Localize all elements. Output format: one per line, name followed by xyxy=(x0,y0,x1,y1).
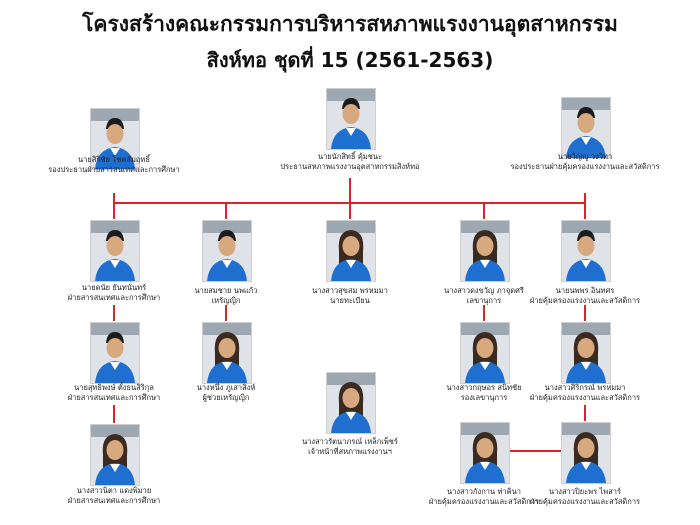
member-role: ฝ่ายสารสนเทศและการศึกษา xyxy=(67,496,161,505)
caption-vp-education: นายสิริชัย โชคสัมฤทธิ์รองประธานฝ่ายสารสน… xyxy=(29,155,199,175)
member-role: ฝ่ายคุ้มครองแรงงานและสวัสดิการ xyxy=(428,497,540,506)
member-name: นายสิริชัย โชคสัมฤทธิ์ xyxy=(78,155,150,164)
photo-secretary xyxy=(460,220,510,282)
member-role: ฝ่ายคุ้มครองแรงงานและสวัสดิการ xyxy=(529,497,641,506)
caption-officer: นางสาวรัตนาภรณ์ เหล็กเพ็ชร์เจ้าหน้าที่สห… xyxy=(265,437,435,457)
caption-edu-1: นายดนัย ยันทนั่นทร์ฝ่ายสารสนเทศและการศึก… xyxy=(29,283,199,303)
photo-asst-treasurer xyxy=(202,322,252,384)
chart-subtitle: สิงห์ทอ ชุดที่ 15 (2561-2563) xyxy=(206,48,494,72)
photo-welfare-4 xyxy=(561,422,611,484)
caption-secretary: นางสาวดงขวัญ ภาจุดศรีเลขานุการ xyxy=(399,286,569,306)
member-role: ผู้ช่วยเหรัญญิก xyxy=(202,393,250,402)
photo-treasurer xyxy=(202,220,252,282)
member-name: นางสาวรัตนาภรณ์ เหล็กเพ็ชร์ xyxy=(302,437,398,446)
caption-edu-3: นางสาวนิตา แดงพิมายฝ่ายสารสนเทศและการศึก… xyxy=(29,486,199,506)
caption-welfare-3: นางสาวกังกาน ท่าคินาฝ่ายคุ้มครองแรงงานแล… xyxy=(399,487,569,507)
member-role: ฝ่ายสารสนเทศและการศึกษา xyxy=(67,293,161,302)
member-role: รองประธานฝ่ายสารสนเทศและการศึกษา xyxy=(48,165,180,174)
photo-edu-1 xyxy=(90,220,140,282)
caption-deputy-secretary: นางสาวกฤษอร สนิทชัยรองเลขานุการ xyxy=(399,383,569,403)
photo-vp-welfare xyxy=(561,97,611,159)
caption-welfare-2: นางสาวศิริกรณ์ พรหมมาฝ่ายคุ้มครองแรงงานแ… xyxy=(500,383,670,403)
member-role: ฝ่ายคุ้มครองแรงงานและสวัสดิการ xyxy=(529,296,641,305)
member-role: เจ้าหน้าที่สหภาพแรงงานฯ xyxy=(308,447,392,456)
photo-vp-education xyxy=(90,108,140,170)
caption-chairman: นายนักสิทธิ์ คุ้มชนะประธานสหภาพแรงงานอุต… xyxy=(265,152,435,172)
photo-welfare-3 xyxy=(460,422,510,484)
member-role: รองประธานฝ่ายคุ้มครองแรงงานและสวัสดิการ xyxy=(510,162,660,171)
member-name: นางสาวกฤษอร สนิทชัย xyxy=(446,383,522,392)
member-name: นายวิญญู วงวิทา xyxy=(557,152,613,161)
member-name: นางสาวปิยะพร ไพสาร์ xyxy=(548,487,622,496)
member-role: รองเลขานุการ xyxy=(460,393,508,402)
member-name: นายนพพร อินทศร xyxy=(555,286,615,295)
member-name: นางสาวดงขวัญ ภาจุดศรี xyxy=(444,286,524,295)
caption-treasurer: นายสมชาย นพแก้วเหรัญญิก xyxy=(141,286,311,306)
caption-edu-2: นายสุทธิพงษ์ ตั้งธนสิริกุลฝ่ายสารสนเทศแล… xyxy=(29,383,199,403)
chart-title: โครงสร้างคณะกรรมการบริหารสหภาพแรงงานอุตส… xyxy=(82,12,618,36)
photo-registrar xyxy=(326,220,376,282)
member-name: นายดนัย ยันทนั่นทร์ xyxy=(81,283,147,292)
member-role: ฝ่ายคุ้มครองแรงงานและสวัสดิการ xyxy=(529,393,641,402)
caption-asst-treasurer: นางหนึ่ง ภูเสาสิงห์ผู้ช่วยเหรัญญิก xyxy=(141,383,311,403)
member-role: ฝ่ายสารสนเทศและการศึกษา xyxy=(67,393,161,402)
caption-vp-welfare: นายวิญญู วงวิทารองประธานฝ่ายคุ้มครองแรงง… xyxy=(500,152,670,172)
photo-welfare-1 xyxy=(561,220,611,282)
member-role: นายทะเบียน xyxy=(330,296,370,305)
member-name: นางสาวกังกาน ท่าคินา xyxy=(447,487,521,496)
photo-deputy-secretary xyxy=(460,322,510,384)
photo-chairman xyxy=(326,88,376,150)
member-role: เลขานุการ xyxy=(466,296,502,305)
photo-edu-2 xyxy=(90,322,140,384)
member-name: นางสาวสุขสม พรหมมา xyxy=(312,286,388,295)
member-name: นายสุทธิพงษ์ ตั้งธนสิริกุล xyxy=(74,383,154,392)
member-name: นางสาวศิริกรณ์ พรหมมา xyxy=(544,383,626,392)
member-name: นายสมชาย นพแก้ว xyxy=(194,286,258,295)
caption-registrar: นางสาวสุขสม พรหมมานายทะเบียน xyxy=(265,286,435,306)
member-role: ประธานสหภาพแรงงานอุตสาหกรรมสิงห์ทอ xyxy=(280,162,420,171)
member-name: นางสาวนิตา แดงพิมาย xyxy=(76,486,152,495)
photo-officer xyxy=(326,372,376,434)
photo-welfare-2 xyxy=(561,322,611,384)
member-role: เหรัญญิก xyxy=(211,296,241,305)
caption-welfare-4: นางสาวปิยะพร ไพสาร์ฝ่ายคุ้มครองแรงงานและ… xyxy=(500,487,670,507)
caption-welfare-1: นายนพพร อินทศรฝ่ายคุ้มครองแรงงานและสวัสด… xyxy=(500,286,670,306)
member-name: นางหนึ่ง ภูเสาสิงห์ xyxy=(196,383,256,392)
member-name: นายนักสิทธิ์ คุ้มชนะ xyxy=(317,152,383,161)
photo-edu-3 xyxy=(90,424,140,486)
